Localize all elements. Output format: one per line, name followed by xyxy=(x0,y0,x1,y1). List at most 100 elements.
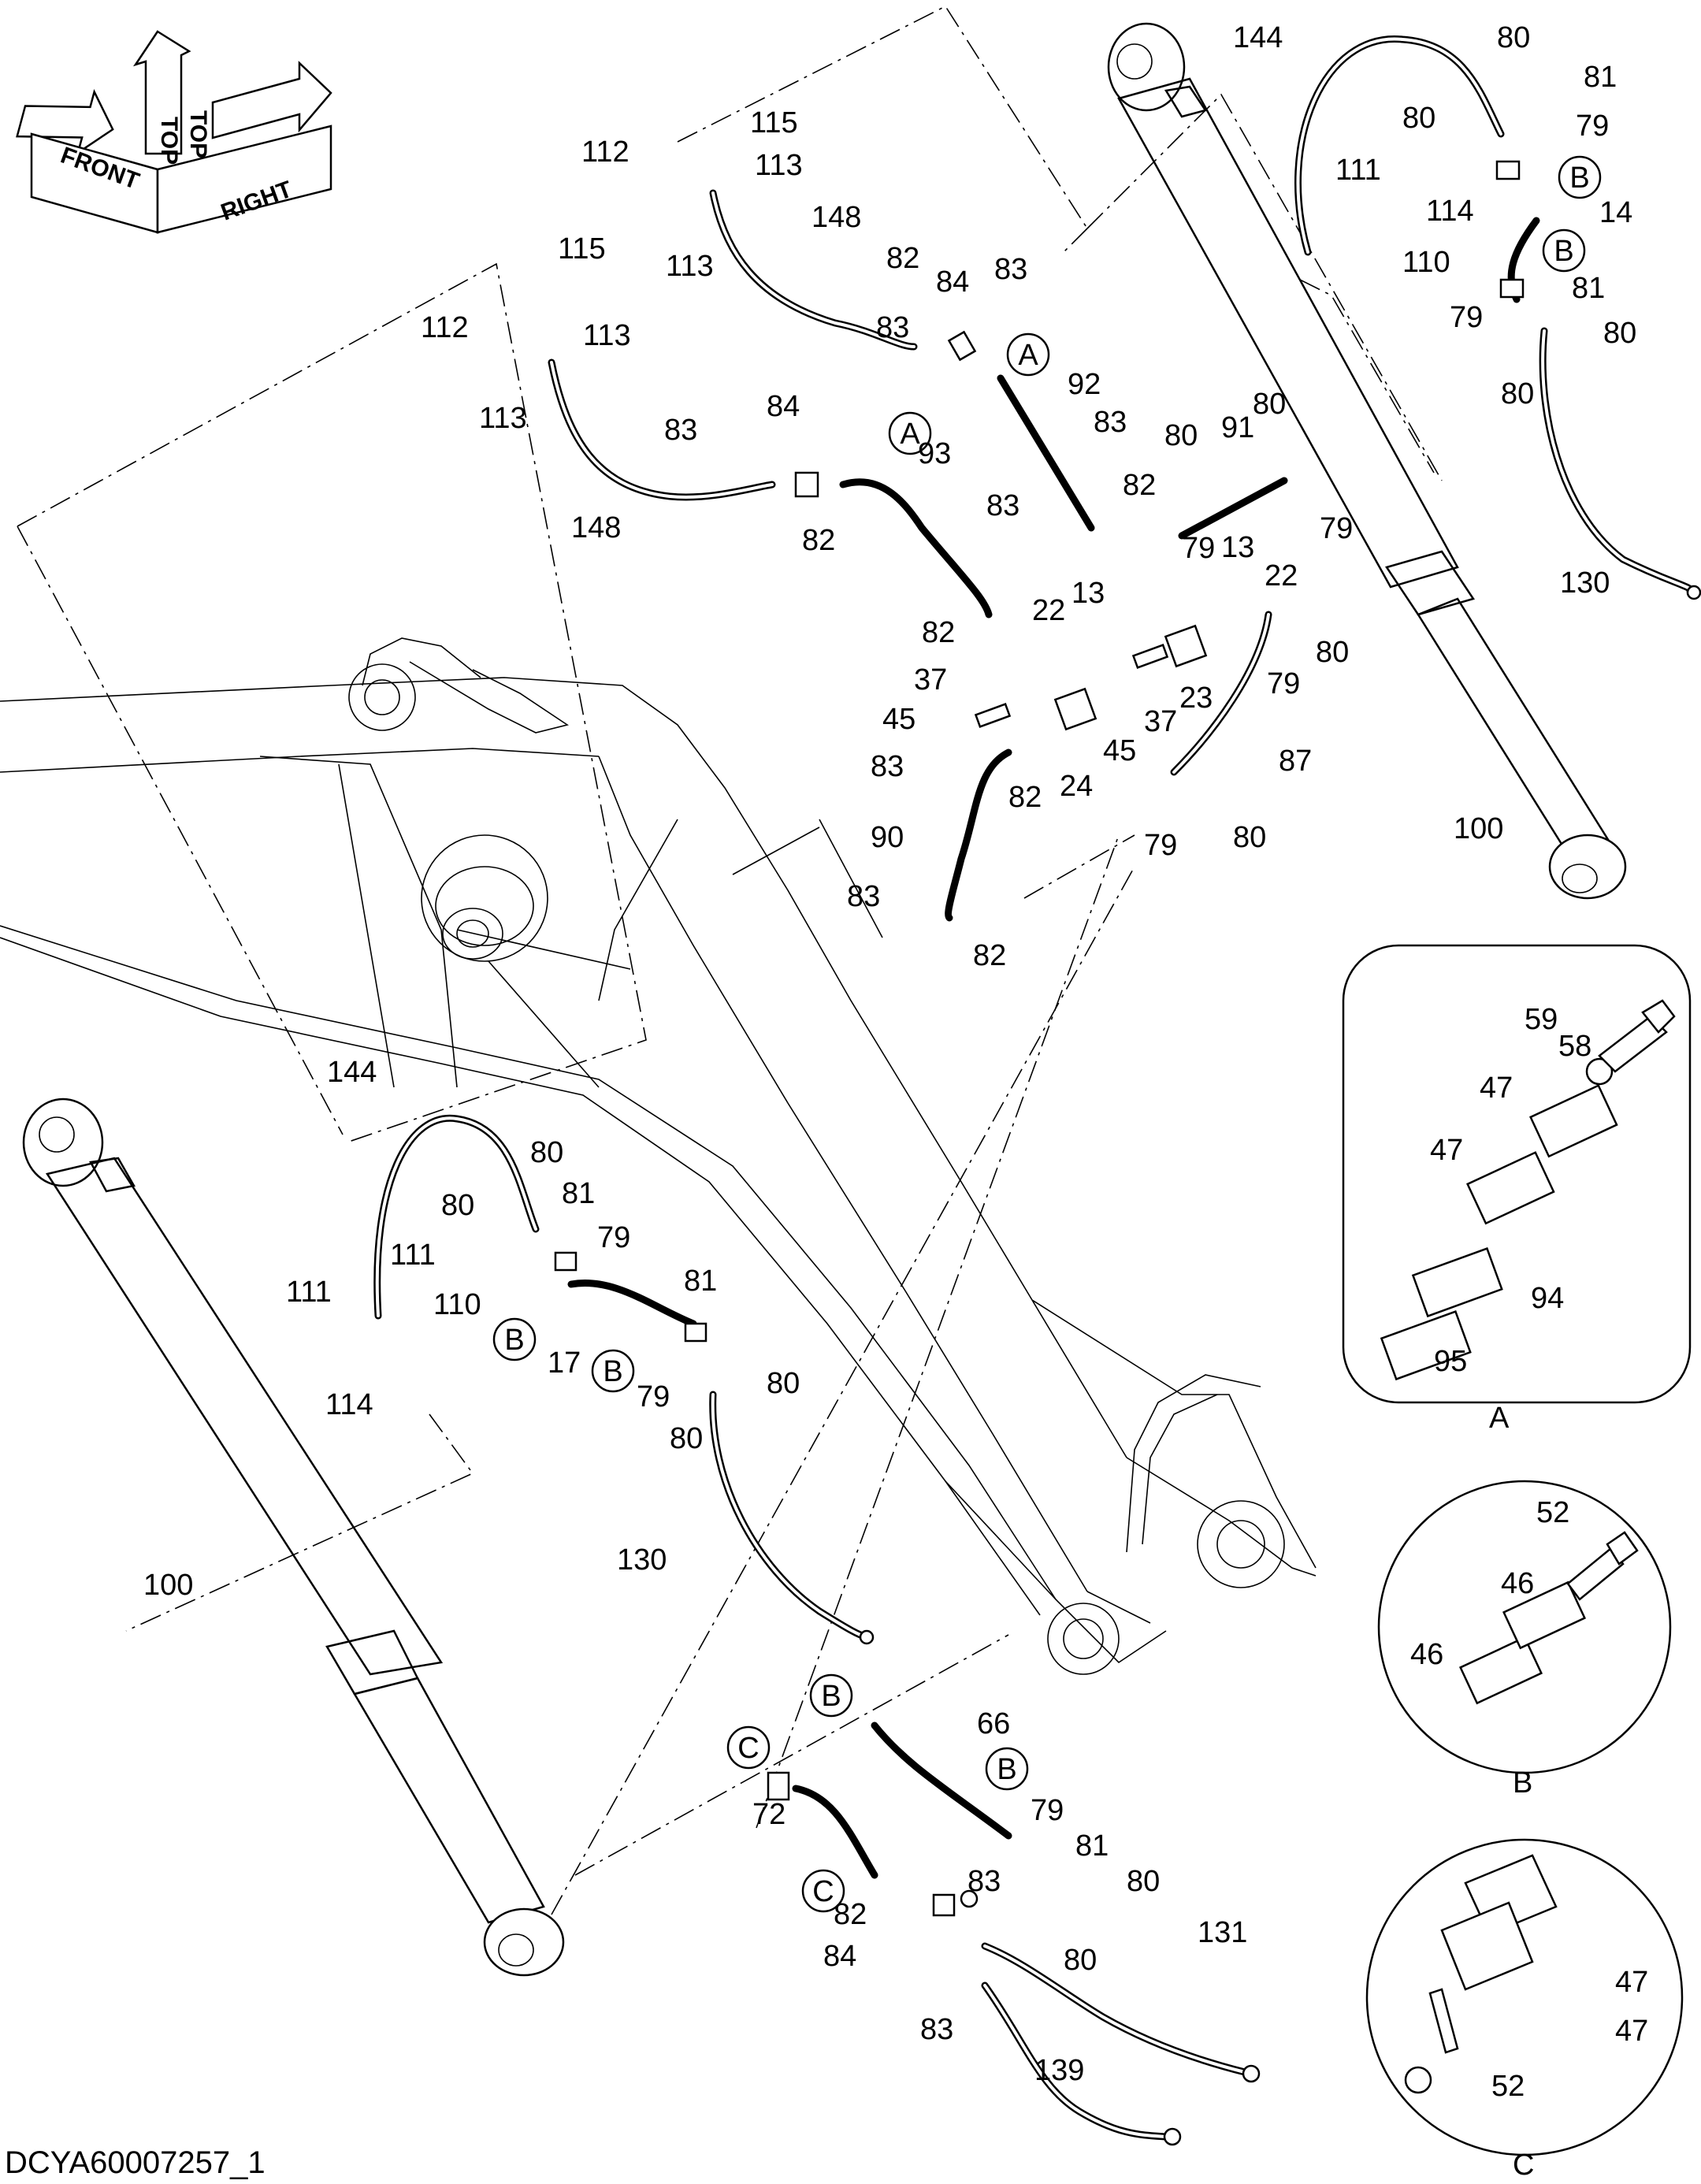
ref-circle-outline xyxy=(591,1349,635,1393)
callout-label: 110 xyxy=(1402,246,1450,279)
reference-circles: A A B B B B B B C C xyxy=(492,155,1602,1913)
detail-b-label: B xyxy=(1513,1766,1532,1800)
callout-label: 83 xyxy=(664,414,697,447)
callout-label: 46 xyxy=(1501,1567,1534,1600)
callout-label: 130 xyxy=(617,1543,667,1577)
callout-label: 113 xyxy=(479,402,527,435)
callout-label: 24 xyxy=(1060,770,1093,803)
drawing-code: DCYA60007257_1 xyxy=(5,2145,266,2180)
callout-label: 45 xyxy=(1103,734,1136,767)
ref-circle-letter: B xyxy=(821,1680,841,1713)
callout-label: 113 xyxy=(755,149,803,182)
ref-circle-outline xyxy=(1006,332,1050,377)
callout-label: 113 xyxy=(583,319,631,352)
callout-label: 81 xyxy=(1075,1829,1109,1863)
callout-label: 37 xyxy=(914,663,947,696)
callout-label: 131 xyxy=(1198,1916,1247,1949)
callout-label: 45 xyxy=(882,703,915,736)
orientation-indicator: FRONT TOP TOP RIGHT xyxy=(16,30,332,234)
ref-circle-outline xyxy=(801,1869,845,1913)
ref-circle-outline xyxy=(726,1725,771,1770)
callout-label: 14 xyxy=(1599,196,1632,229)
callout-label: 144 xyxy=(1233,21,1283,54)
callout-label: 79 xyxy=(1267,667,1300,700)
callout-label: 47 xyxy=(1615,1966,1648,1999)
callout-label: 37 xyxy=(1144,705,1177,738)
callout-label: 83 xyxy=(1094,406,1127,439)
callout-label: 148 xyxy=(812,201,861,234)
callout-label: 82 xyxy=(1008,781,1042,814)
callout-label: 130 xyxy=(1560,566,1610,600)
callout-label: 22 xyxy=(1265,559,1298,592)
ref-circle-letter: A xyxy=(900,418,920,451)
callout-label: 87 xyxy=(1279,745,1312,778)
callout-label: 80 xyxy=(1127,1865,1160,1898)
ref-circle-outline xyxy=(809,1673,853,1718)
ref-circle-b: B xyxy=(492,1317,537,1361)
callout-label: 72 xyxy=(752,1798,786,1831)
callout-label: 80 xyxy=(1497,21,1530,54)
detail-c-callouts: 47 47 52 xyxy=(1491,1966,1648,2103)
top-label-2: TOP xyxy=(185,110,211,158)
callout-label: 52 xyxy=(1491,2070,1525,2103)
callout-label: 83 xyxy=(967,1865,1001,1898)
ref-circle-letter: B xyxy=(603,1355,622,1388)
callout-label: 113 xyxy=(666,250,714,283)
callout-label: 84 xyxy=(823,1940,856,1973)
callout-label: 79 xyxy=(1144,829,1177,862)
callout-label: 110 xyxy=(433,1288,481,1321)
reference-lines xyxy=(17,5,1443,1915)
detail-a-label: A xyxy=(1489,1402,1510,1435)
ref-circle-letter: B xyxy=(1554,235,1573,268)
callout-label: 79 xyxy=(1182,532,1215,565)
callout-label: 80 xyxy=(441,1189,474,1222)
ref-circle-outline xyxy=(492,1317,537,1361)
callout-label: 80 xyxy=(1253,388,1286,421)
callout-label: 82 xyxy=(922,616,955,649)
fittings xyxy=(554,160,1701,2146)
callout-label: 79 xyxy=(597,1221,630,1254)
ref-circle-outline xyxy=(1558,155,1602,199)
callout-label: 82 xyxy=(834,1898,867,1931)
callout-label: 79 xyxy=(637,1380,670,1413)
callout-label: 79 xyxy=(1320,512,1353,545)
callout-label: 46 xyxy=(1410,1638,1443,1671)
callout-label: 95 xyxy=(1434,1345,1467,1378)
callout-label: 47 xyxy=(1615,2015,1648,2048)
ref-circle-b: B xyxy=(809,1673,853,1718)
callout-label: 83 xyxy=(986,489,1019,522)
callout-label: 139 xyxy=(1034,2054,1084,2087)
callout-label: 79 xyxy=(1031,1794,1064,1827)
callout-label: 90 xyxy=(871,821,904,854)
callout-label: 80 xyxy=(670,1422,703,1455)
callout-label: 66 xyxy=(977,1707,1010,1740)
ref-circle-outline xyxy=(1542,228,1586,273)
callout-label: 83 xyxy=(876,311,909,344)
callout-label: 58 xyxy=(1558,1030,1591,1063)
callout-label: 81 xyxy=(562,1177,595,1210)
hoses xyxy=(373,35,1694,2141)
callout-label: 82 xyxy=(886,242,919,275)
ref-circle-letter: C xyxy=(812,1875,834,1908)
callout-label: 111 xyxy=(390,1239,436,1272)
top-label-1: TOP xyxy=(156,117,182,165)
callout-label: 115 xyxy=(750,106,798,139)
callout-label: 111 xyxy=(1335,154,1381,187)
callout-label: 80 xyxy=(1064,1944,1097,1977)
callout-label: 94 xyxy=(1531,1282,1564,1315)
callout-label: 83 xyxy=(847,880,880,913)
callout-label: 79 xyxy=(1576,110,1609,143)
cylinder-right xyxy=(1107,22,1627,900)
callout-label: 111 xyxy=(286,1276,332,1309)
callout-label: 83 xyxy=(920,2013,953,2046)
ref-circle-letter: C xyxy=(737,1732,759,1765)
ref-circle-a: A xyxy=(888,411,932,455)
callout-label: 93 xyxy=(918,437,951,470)
ref-circle-b: B xyxy=(1558,155,1602,199)
callout-label: 13 xyxy=(1221,531,1254,564)
ref-circle-letter: B xyxy=(504,1324,524,1357)
callout-label: 80 xyxy=(1316,636,1349,669)
